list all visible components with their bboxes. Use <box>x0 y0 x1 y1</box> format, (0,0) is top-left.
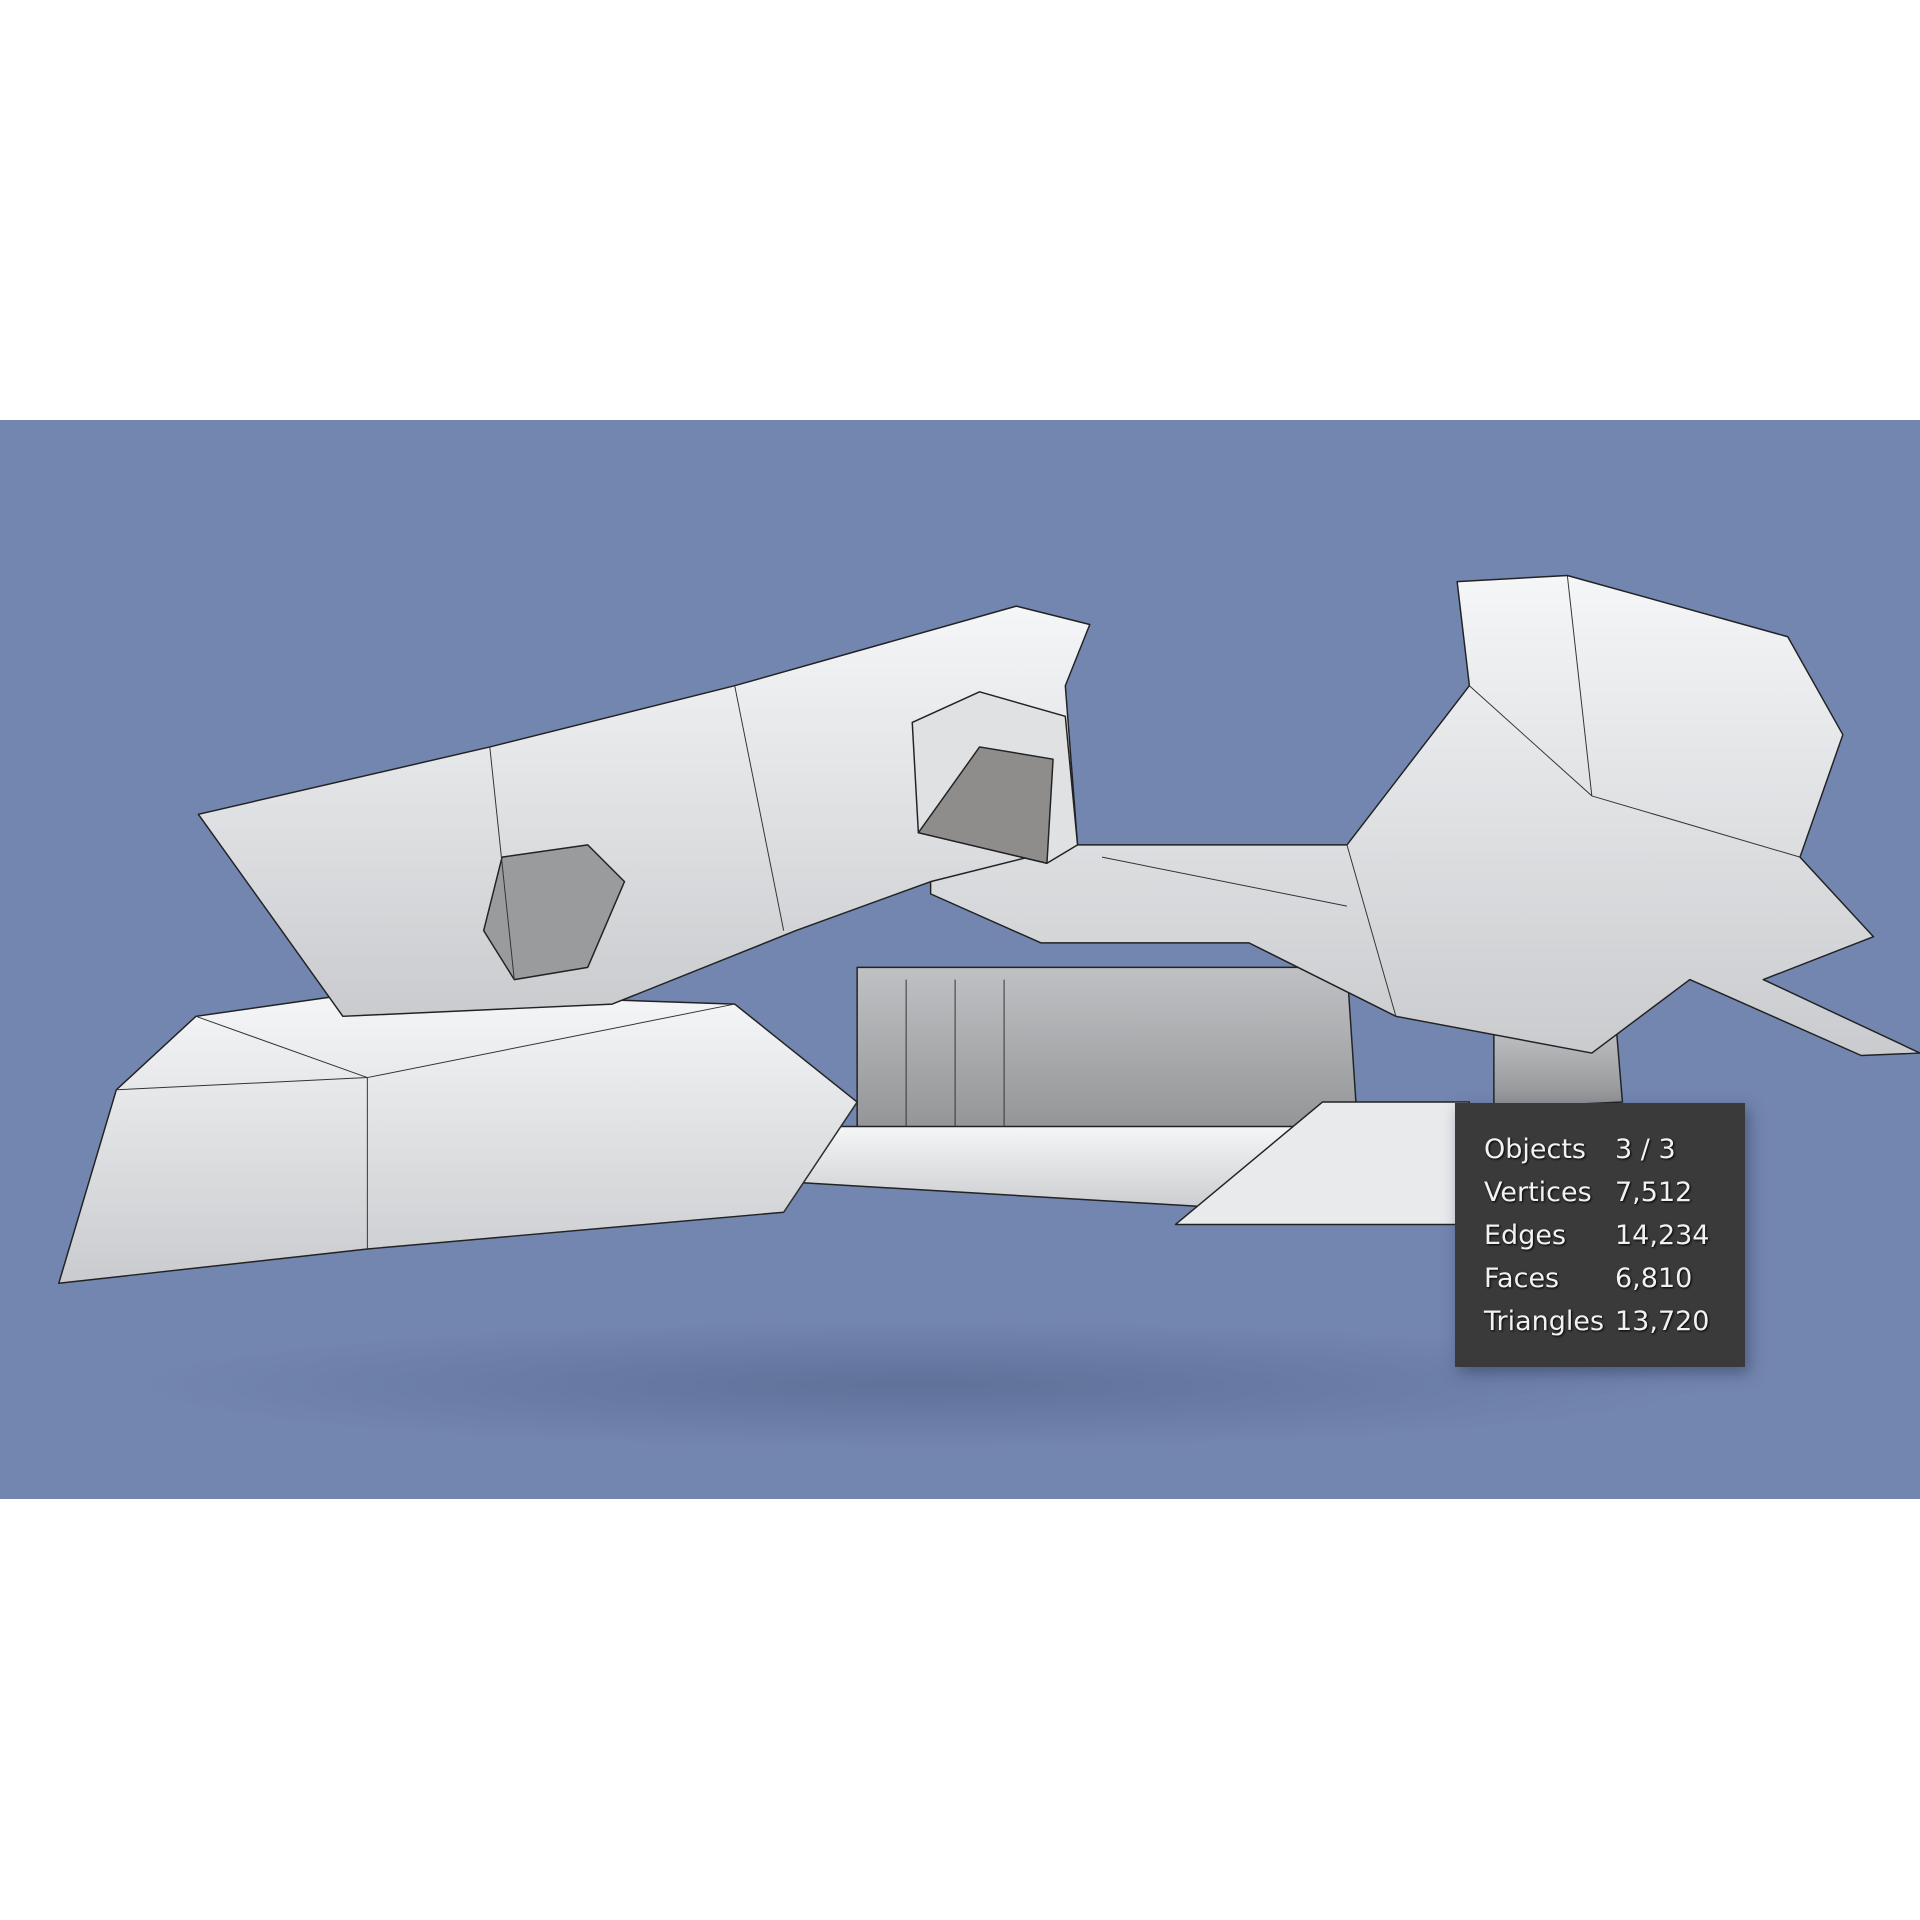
stat-value: 6,810 <box>1615 1263 1693 1294</box>
stat-value: 13,720 <box>1615 1306 1710 1337</box>
stat-label: Faces <box>1484 1263 1560 1294</box>
stat-label: Vertices <box>1484 1177 1592 1208</box>
stat-value: 7,512 <box>1615 1177 1693 1208</box>
stat-value: 3 / 3 <box>1615 1134 1676 1165</box>
spaceship-model[interactable] <box>0 420 1920 1499</box>
stat-row-vertices: Vertices 7,512 <box>1484 1177 1692 1217</box>
ground-shadow <box>120 1320 1720 1450</box>
stat-row-triangles: Triangles 13,720 <box>1484 1306 1709 1346</box>
cockpit-vent <box>482 844 626 981</box>
stat-row-faces: Faces 6,810 <box>1484 1263 1692 1303</box>
lower-fin <box>1174 1101 1471 1226</box>
nose-hull <box>58 991 858 1284</box>
statistics-overlay: Objects 3 / 3 Vertices 7,512 Edges 14,234 F… <box>1455 1103 1745 1367</box>
stat-value: 14,234 <box>1615 1220 1710 1251</box>
stat-label: Objects <box>1484 1134 1587 1165</box>
stat-row-objects: Objects 3 / 3 <box>1484 1134 1676 1174</box>
rear-body <box>929 574 1920 1057</box>
stat-label: Edges <box>1484 1220 1567 1251</box>
box-module-shade <box>917 746 1054 864</box>
stat-label: Triangles <box>1484 1306 1605 1337</box>
3d-viewport[interactable]: Objects 3 / 3 Vertices 7,512 Edges 14,234 F… <box>0 420 1920 1499</box>
engine-block <box>856 966 1360 1152</box>
stat-row-edges: Edges 14,234 <box>1484 1220 1709 1260</box>
